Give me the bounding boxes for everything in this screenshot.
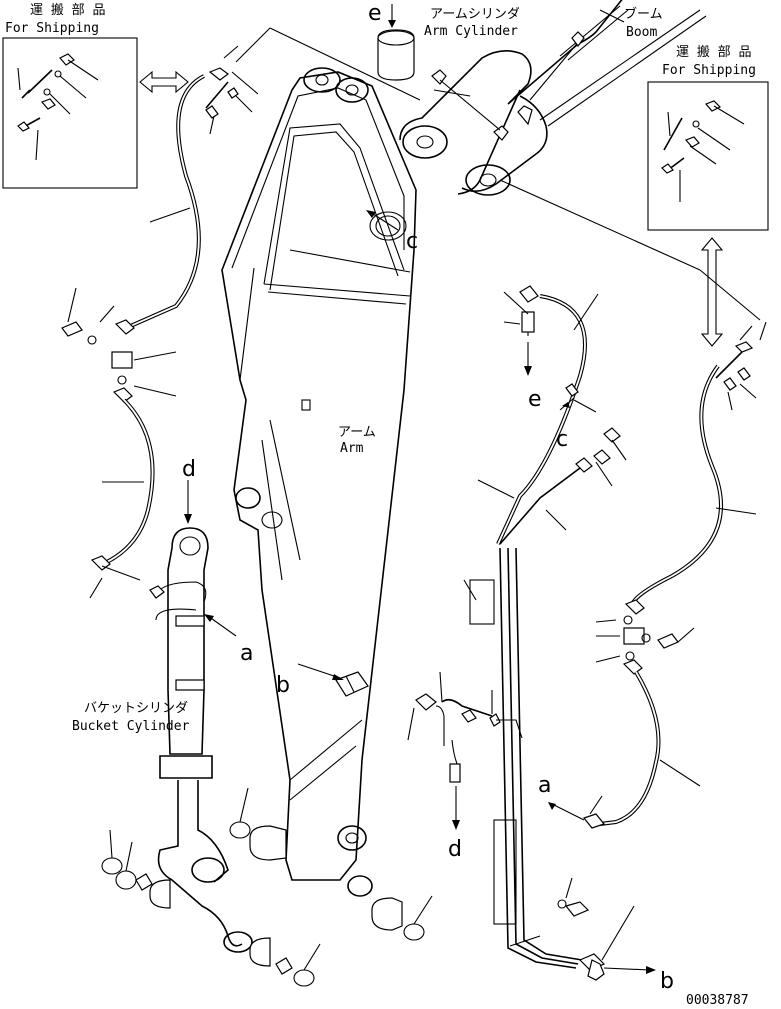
ref-label-b-right: b bbox=[660, 969, 674, 994]
shipping-label-right-en: For Shipping bbox=[662, 63, 756, 78]
shipping-label-left-jp: 運 搬 部 品 bbox=[30, 3, 105, 18]
bucket-cylinder-label-jp: バケットシリンダ bbox=[84, 701, 188, 716]
boom bbox=[399, 0, 707, 196]
bucket-cylinder bbox=[149, 480, 253, 953]
ref-arrow-b-arm bbox=[297, 663, 344, 680]
ref-label-c-arm: c bbox=[406, 229, 418, 254]
right-hose-assembly bbox=[548, 321, 767, 829]
double-arrow-right bbox=[700, 237, 724, 347]
ref-label-b-arm: b bbox=[276, 673, 290, 698]
boom-label-en: Boom bbox=[626, 25, 657, 40]
arm-cylinder bbox=[377, 4, 415, 81]
arm-cylinder-label-jp: アームシリンダ bbox=[430, 7, 520, 22]
ref-label-a-right: a bbox=[538, 773, 551, 798]
ref-arrow-c-arm bbox=[366, 210, 399, 231]
ref-label-e-right: e bbox=[528, 387, 542, 412]
connection-leaders bbox=[235, 27, 761, 321]
bucket-cylinder-label-en: Bucket Cylinder bbox=[72, 719, 190, 734]
arm-label-en: Arm bbox=[340, 441, 364, 456]
shipping-parts-box-left bbox=[2, 37, 138, 189]
arm-piping-right bbox=[463, 285, 656, 981]
shipping-label-left-en: For Shipping bbox=[5, 21, 99, 36]
double-arrow-left bbox=[139, 70, 189, 94]
ref-label-c-right: c bbox=[556, 427, 568, 452]
arm-body bbox=[221, 67, 445, 897]
ref-label-e-top: e bbox=[368, 1, 382, 26]
shipping-parts-box-right bbox=[647, 81, 769, 231]
ref-label-a-bucket: a bbox=[240, 641, 253, 666]
middle-piping bbox=[439, 671, 523, 830]
drawing-number: 00038787 bbox=[686, 993, 749, 1008]
left-hose-assembly bbox=[61, 45, 259, 599]
shipping-label-right-jp: 運 搬 部 品 bbox=[676, 45, 751, 60]
ref-label-d-bucket: d bbox=[182, 457, 196, 482]
boom-label-jp: ブーム bbox=[624, 6, 663, 22]
ref-label-d-lower: d bbox=[448, 837, 462, 862]
bushings-and-rings bbox=[101, 787, 433, 987]
arm-cylinder-label-en: Arm Cylinder bbox=[424, 24, 518, 39]
arm-label-jp: アーム bbox=[338, 425, 376, 440]
